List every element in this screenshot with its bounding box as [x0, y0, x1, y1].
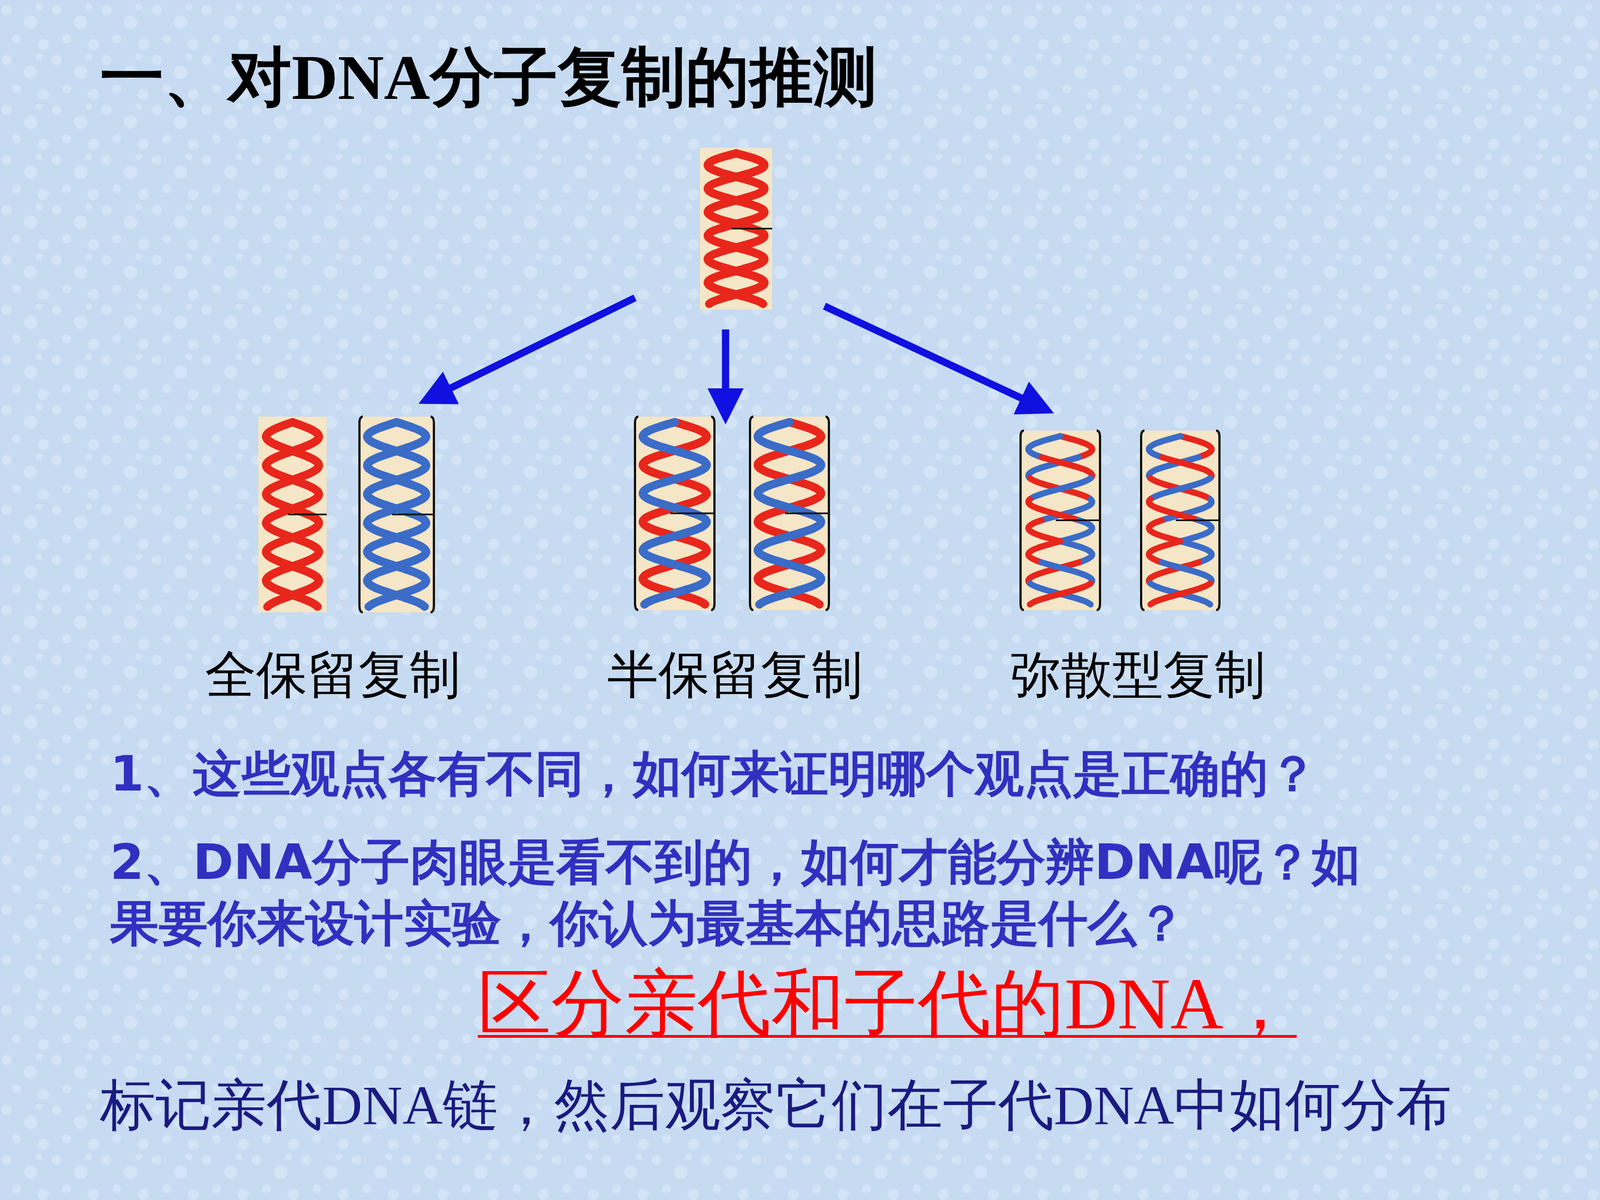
dna-helix	[1141, 430, 1220, 610]
strand	[1148, 541, 1180, 563]
arrow	[824, 306, 1028, 402]
strand	[1060, 520, 1093, 542]
strand	[708, 191, 763, 210]
strand	[379, 445, 427, 469]
strand	[759, 467, 820, 491]
answer: 区分亲代和子代的DNA，	[477, 960, 1297, 1048]
strand	[368, 583, 425, 608]
strand	[757, 490, 808, 514]
strand	[267, 583, 318, 608]
strand	[1030, 583, 1091, 605]
strand	[708, 285, 763, 304]
strand	[759, 581, 820, 605]
strand	[1150, 583, 1210, 605]
strand	[1180, 541, 1212, 563]
strand	[1060, 436, 1093, 458]
strand	[707, 210, 753, 229]
strand	[708, 191, 763, 210]
title: 一、对DNA分子复制的推测	[100, 34, 878, 121]
strand	[789, 513, 822, 537]
strand	[1180, 436, 1212, 458]
strand	[1028, 520, 1060, 542]
strand	[1041, 457, 1093, 479]
strand	[266, 491, 308, 515]
dna-helix	[258, 416, 327, 613]
question: 2、DNA分子肉眼是看不到的，如何才能分辨DNA呢？如 果要你来设计实验，你认为…	[110, 831, 1388, 954]
strand	[267, 468, 318, 492]
strand	[368, 583, 425, 608]
method-label: 弥散型复制	[1010, 644, 1266, 706]
strand	[367, 514, 397, 538]
strand	[708, 285, 763, 304]
helix-ground	[258, 416, 327, 613]
strand	[1030, 478, 1091, 500]
strand	[379, 560, 427, 584]
arrow	[444, 297, 635, 392]
strand	[1148, 520, 1180, 542]
strand	[1161, 562, 1212, 584]
strand	[656, 445, 707, 468]
strand	[368, 468, 425, 492]
strand	[642, 490, 694, 514]
method-label: 半保留复制	[607, 644, 863, 706]
strand	[1030, 478, 1091, 500]
strand	[1148, 436, 1180, 458]
strand	[1028, 541, 1060, 563]
strand	[719, 172, 765, 192]
strand	[292, 514, 319, 538]
strand	[368, 468, 425, 492]
strand	[1180, 520, 1212, 542]
helix-ground	[1020, 430, 1100, 610]
strand	[266, 514, 293, 538]
strand	[267, 468, 318, 492]
strand	[267, 583, 318, 608]
method-note: 标记亲代DNA链，然后观察它们在子代DNA中如何分布	[100, 1072, 1452, 1139]
strand	[675, 513, 707, 537]
question: 1、这些观点各有不同，如何来证明哪个观点是正确的？	[110, 744, 1318, 804]
method-label: 全保留复制	[205, 644, 461, 706]
strand	[759, 581, 820, 605]
dna-helix	[359, 416, 434, 613]
strand	[367, 491, 414, 515]
helix-ground	[750, 416, 829, 610]
dna-helix	[635, 416, 715, 610]
strand	[770, 558, 821, 582]
strand	[277, 560, 319, 584]
dna-helix	[750, 416, 829, 610]
strand	[644, 467, 705, 491]
strand	[642, 513, 675, 537]
helix-ground	[700, 147, 773, 310]
dna-helix	[1020, 430, 1100, 610]
strand	[1028, 499, 1079, 521]
strand	[736, 228, 765, 248]
strand	[1161, 457, 1212, 479]
strand	[644, 467, 705, 491]
helix-ground	[1141, 430, 1220, 610]
strand	[1041, 562, 1093, 584]
helix-ground	[635, 416, 715, 610]
strand	[770, 445, 821, 468]
strand	[1150, 583, 1210, 605]
dna-helix	[700, 147, 773, 310]
strand	[1148, 499, 1199, 521]
strand	[1150, 478, 1210, 500]
strand	[1030, 583, 1091, 605]
arrow	[722, 329, 730, 396]
strand	[644, 581, 705, 605]
strand	[277, 445, 319, 469]
strand	[759, 467, 820, 491]
strand	[1060, 541, 1093, 563]
strand	[1150, 478, 1210, 500]
strand	[719, 266, 765, 285]
helix-ground	[359, 416, 434, 613]
strand	[757, 513, 790, 537]
strand	[644, 581, 705, 605]
strand	[396, 514, 427, 538]
strand	[1028, 436, 1060, 458]
strand	[656, 558, 707, 582]
